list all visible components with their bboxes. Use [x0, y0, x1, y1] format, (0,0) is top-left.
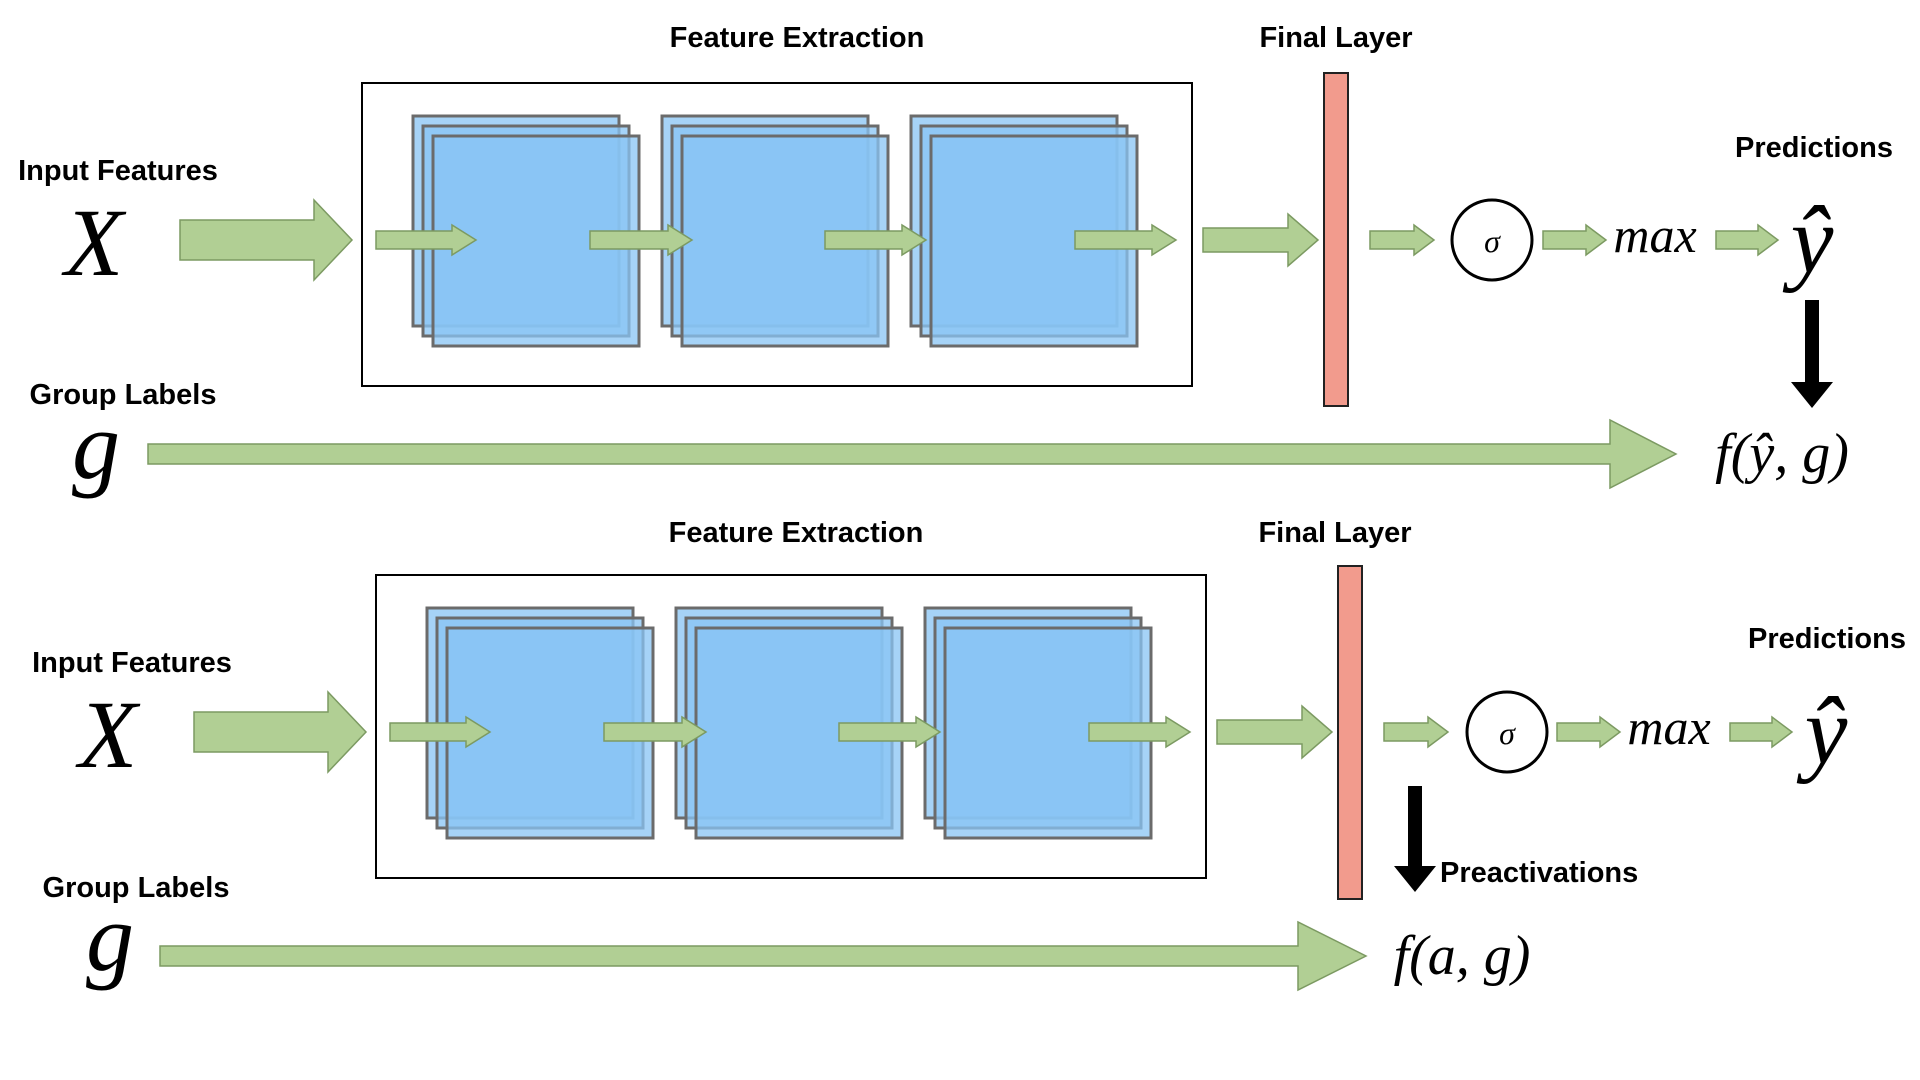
bottom-inner-arrow-4: [1088, 715, 1192, 749]
top-predictions-label: Predictions: [1735, 132, 1893, 164]
top-sigma-symbol: σ: [1484, 223, 1501, 259]
top-group-symbol: g: [72, 392, 120, 499]
bottom-prediction-symbol: ŷ: [1796, 677, 1848, 784]
top-conv-stack-3: [909, 114, 1139, 348]
bottom-conv-stack-3: [923, 606, 1153, 840]
top-fairness-function: f(ŷ, g): [1715, 423, 1849, 485]
bottom-diagram: Feature Extraction Final Layer Input Fea…: [32, 517, 1906, 992]
top-final-layer-bar: [1323, 72, 1349, 407]
top-to-final-layer-arrow: [1202, 212, 1320, 268]
top-to-prediction-arrow: [1715, 223, 1780, 257]
top-max-label: max: [1613, 207, 1696, 263]
bottom-input-symbol: X: [75, 681, 141, 788]
bottom-group-symbol: g: [86, 884, 134, 991]
bottom-preactivations-label: Preactivations: [1440, 857, 1638, 889]
bottom-to-sigma-arrow: [1383, 715, 1450, 749]
bottom-predictions-label: Predictions: [1748, 623, 1906, 655]
top-input-symbol: X: [61, 189, 127, 296]
bottom-group-labels-label: Group Labels: [43, 872, 230, 904]
top-conv-stack-2: [660, 114, 890, 348]
top-group-arrow: [147, 418, 1678, 490]
top-diagram: Feature Extraction Final Layer Input Fea…: [18, 22, 1893, 499]
top-inner-arrow-3: [824, 223, 928, 257]
top-group-labels-label: Group Labels: [30, 379, 217, 411]
bottom-preactivations-down-arrow: [1394, 786, 1436, 892]
top-feature-extraction-label: Feature Extraction: [670, 22, 925, 54]
top-prediction-symbol: ŷ: [1782, 186, 1834, 293]
top-prediction-down-arrow: [1791, 300, 1833, 408]
bottom-to-max-arrow: [1556, 715, 1622, 749]
bottom-inner-arrow-1: [389, 715, 492, 749]
bottom-input-features-label: Input Features: [32, 647, 232, 679]
top-inner-arrow-4: [1074, 223, 1178, 257]
top-input-arrow: [179, 198, 354, 282]
top-to-max-arrow: [1542, 223, 1608, 257]
bottom-fairness-function: f(a, g): [1394, 925, 1531, 987]
bottom-to-prediction-arrow: [1729, 715, 1794, 749]
top-final-layer-label: Final Layer: [1259, 22, 1412, 54]
bottom-to-final-layer-arrow: [1216, 704, 1334, 760]
bottom-inner-arrow-2: [603, 715, 708, 749]
top-inner-arrow-1: [375, 223, 478, 257]
bottom-inner-arrow-3: [838, 715, 942, 749]
bottom-max-label: max: [1627, 699, 1710, 755]
top-to-sigma-arrow: [1369, 223, 1436, 257]
top-inner-arrow-2: [589, 223, 694, 257]
bottom-group-arrow: [159, 920, 1368, 992]
bottom-sigma-circle: [1465, 690, 1549, 774]
top-sigma-circle: [1450, 198, 1534, 282]
bottom-sigma-symbol: σ: [1499, 715, 1516, 751]
bottom-final-layer-label: Final Layer: [1258, 517, 1411, 549]
bottom-input-arrow: [193, 690, 368, 774]
top-input-features-label: Input Features: [18, 155, 218, 187]
bottom-feature-extraction-label: Feature Extraction: [669, 517, 924, 549]
bottom-final-layer-bar: [1337, 565, 1363, 900]
